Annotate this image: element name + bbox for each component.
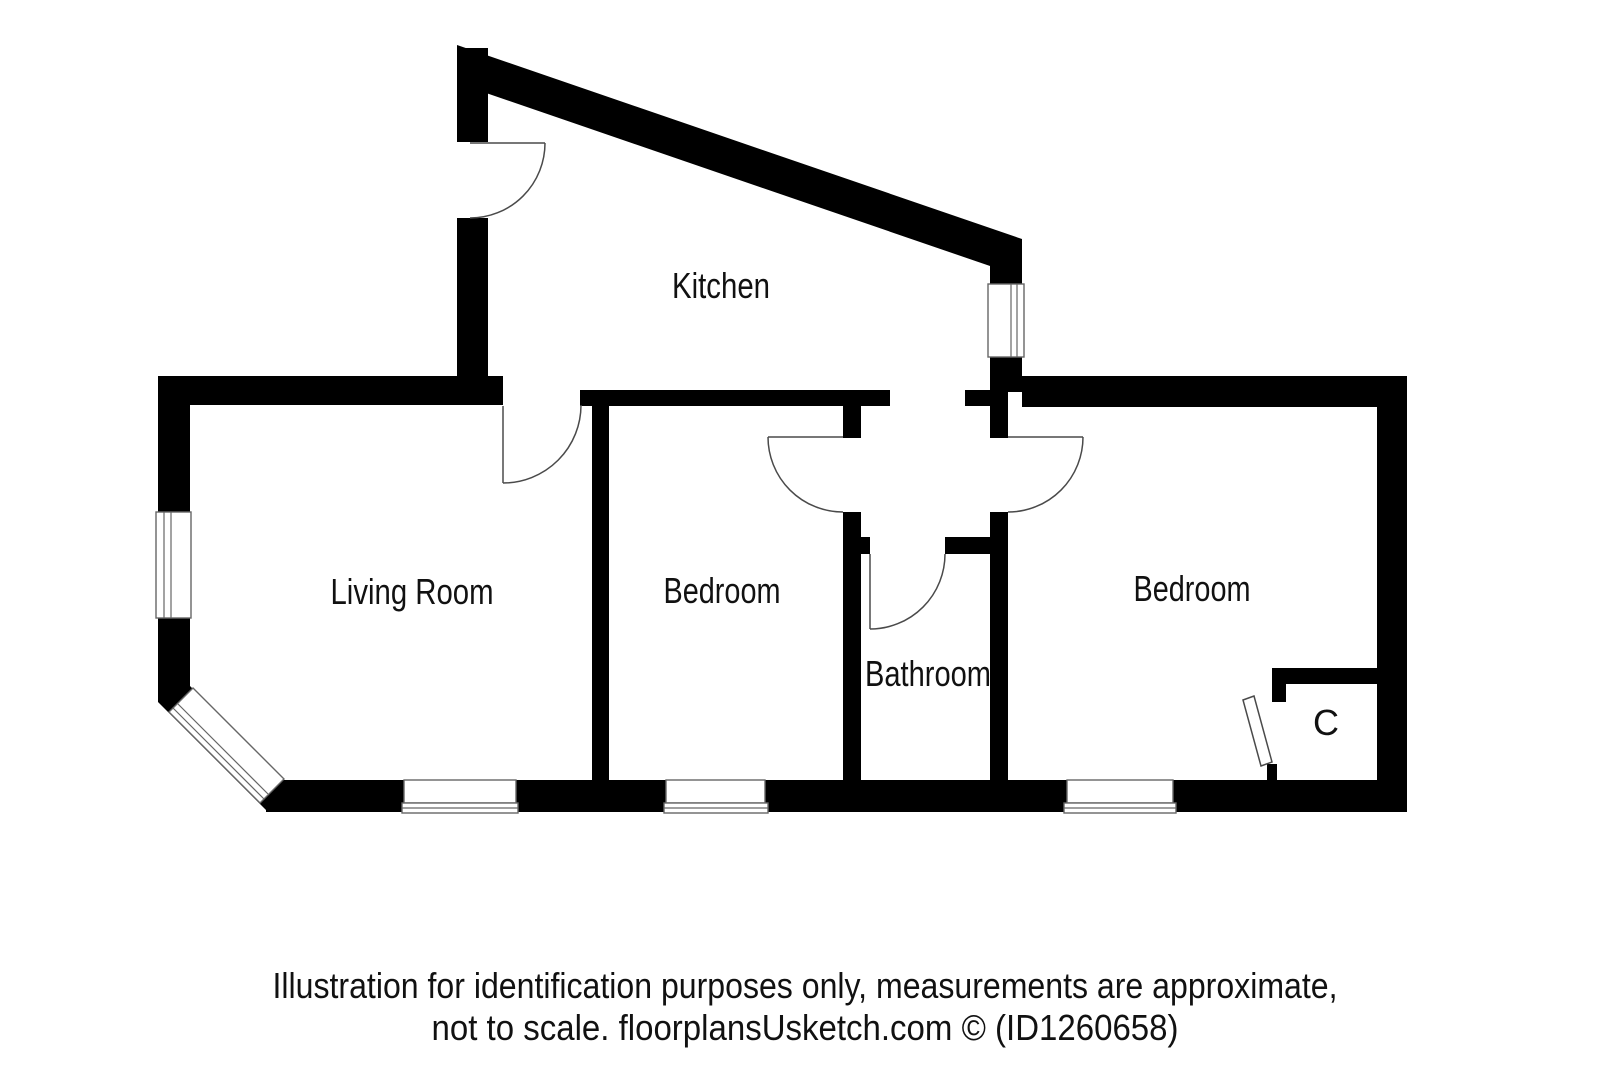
- wall-exterior-right: [1377, 376, 1407, 812]
- bathroom-door: [869, 553, 946, 630]
- wall-hall-top-right: [965, 390, 990, 406]
- wall-closet-jamb-upper: [1272, 684, 1286, 702]
- wall-living-top: [158, 376, 503, 405]
- footer-line-2: not to scale. floorplansUsketch.com © (I…: [432, 1007, 1179, 1048]
- kitchen-label: Kitchen: [672, 265, 770, 306]
- bedroom-right-door: [1007, 436, 1084, 513]
- wall-closet-jamb-lower: [1267, 764, 1277, 780]
- footer-line-1: Illustration for identification purposes…: [273, 965, 1338, 1006]
- bathroom-label: Bathroom: [865, 653, 991, 694]
- kitchen-door-arc: [469, 142, 546, 219]
- wall-bathroom-right-lower: [990, 512, 1008, 782]
- bedroom-right-bottom-window: [1063, 779, 1177, 814]
- window-pane: [1066, 779, 1174, 804]
- wall-kitchen-sloped: [457, 45, 1022, 277]
- kitchen-door: [469, 142, 546, 219]
- wall-bathroom-top-right: [945, 537, 990, 554]
- footer-disclaimer: Illustration for identification purposes…: [273, 965, 1338, 1048]
- window-pane: [987, 283, 1025, 358]
- room-labels: Kitchen Living Room Bedroom Bathroom Bed…: [331, 265, 1340, 743]
- window-bar: [163, 512, 172, 618]
- living-room-label: Living Room: [331, 571, 494, 612]
- window-pane: [403, 779, 517, 804]
- bedroom-left-door-arc: [767, 436, 844, 513]
- wall-bathroom-right-stub: [990, 390, 1008, 438]
- doors: [469, 142, 1273, 767]
- wall-bedroom-right-top: [1022, 376, 1407, 407]
- window-pane: [155, 511, 192, 619]
- living-room-bottom-window: [401, 779, 519, 814]
- bedroom-right-label: Bedroom: [1134, 568, 1251, 609]
- wall-kitchen-right-below-window: [990, 356, 1022, 392]
- bedroom-left-label: Bedroom: [664, 570, 781, 611]
- living-room-left-window: [155, 511, 192, 619]
- bathroom-door-arc: [869, 553, 946, 630]
- window-bar: [1010, 284, 1018, 357]
- wall-bedroom-left-right-lower: [843, 512, 861, 782]
- wall-kitchen-right-above-window: [990, 239, 1022, 285]
- bedroom-left-bottom-window: [663, 779, 769, 814]
- wall-living-bedroom-divider: [592, 390, 609, 782]
- bay-diagonal-window: [168, 687, 285, 804]
- closet-label: C: [1313, 702, 1339, 743]
- living-room-door: [502, 404, 582, 484]
- living-room-door-arc: [502, 404, 582, 484]
- bedroom-left-door: [767, 436, 844, 513]
- window-pane: [665, 779, 766, 804]
- wall-bedroom-left-right-stub: [843, 405, 861, 438]
- window-bar: [172, 703, 269, 800]
- wall-kitchen-bottom-mid: [580, 390, 890, 406]
- walls: [158, 45, 1407, 812]
- wall-kitchen-left-lower: [457, 218, 488, 380]
- wall-bathroom-top-left-stub: [843, 537, 870, 554]
- closet-door-leaf: [1242, 695, 1273, 767]
- window-pane: [168, 687, 285, 804]
- kitchen-right-window: [987, 283, 1025, 358]
- wall-closet-top: [1272, 668, 1377, 684]
- bedroom-right-door-arc: [1007, 436, 1084, 513]
- windows: [155, 283, 1177, 814]
